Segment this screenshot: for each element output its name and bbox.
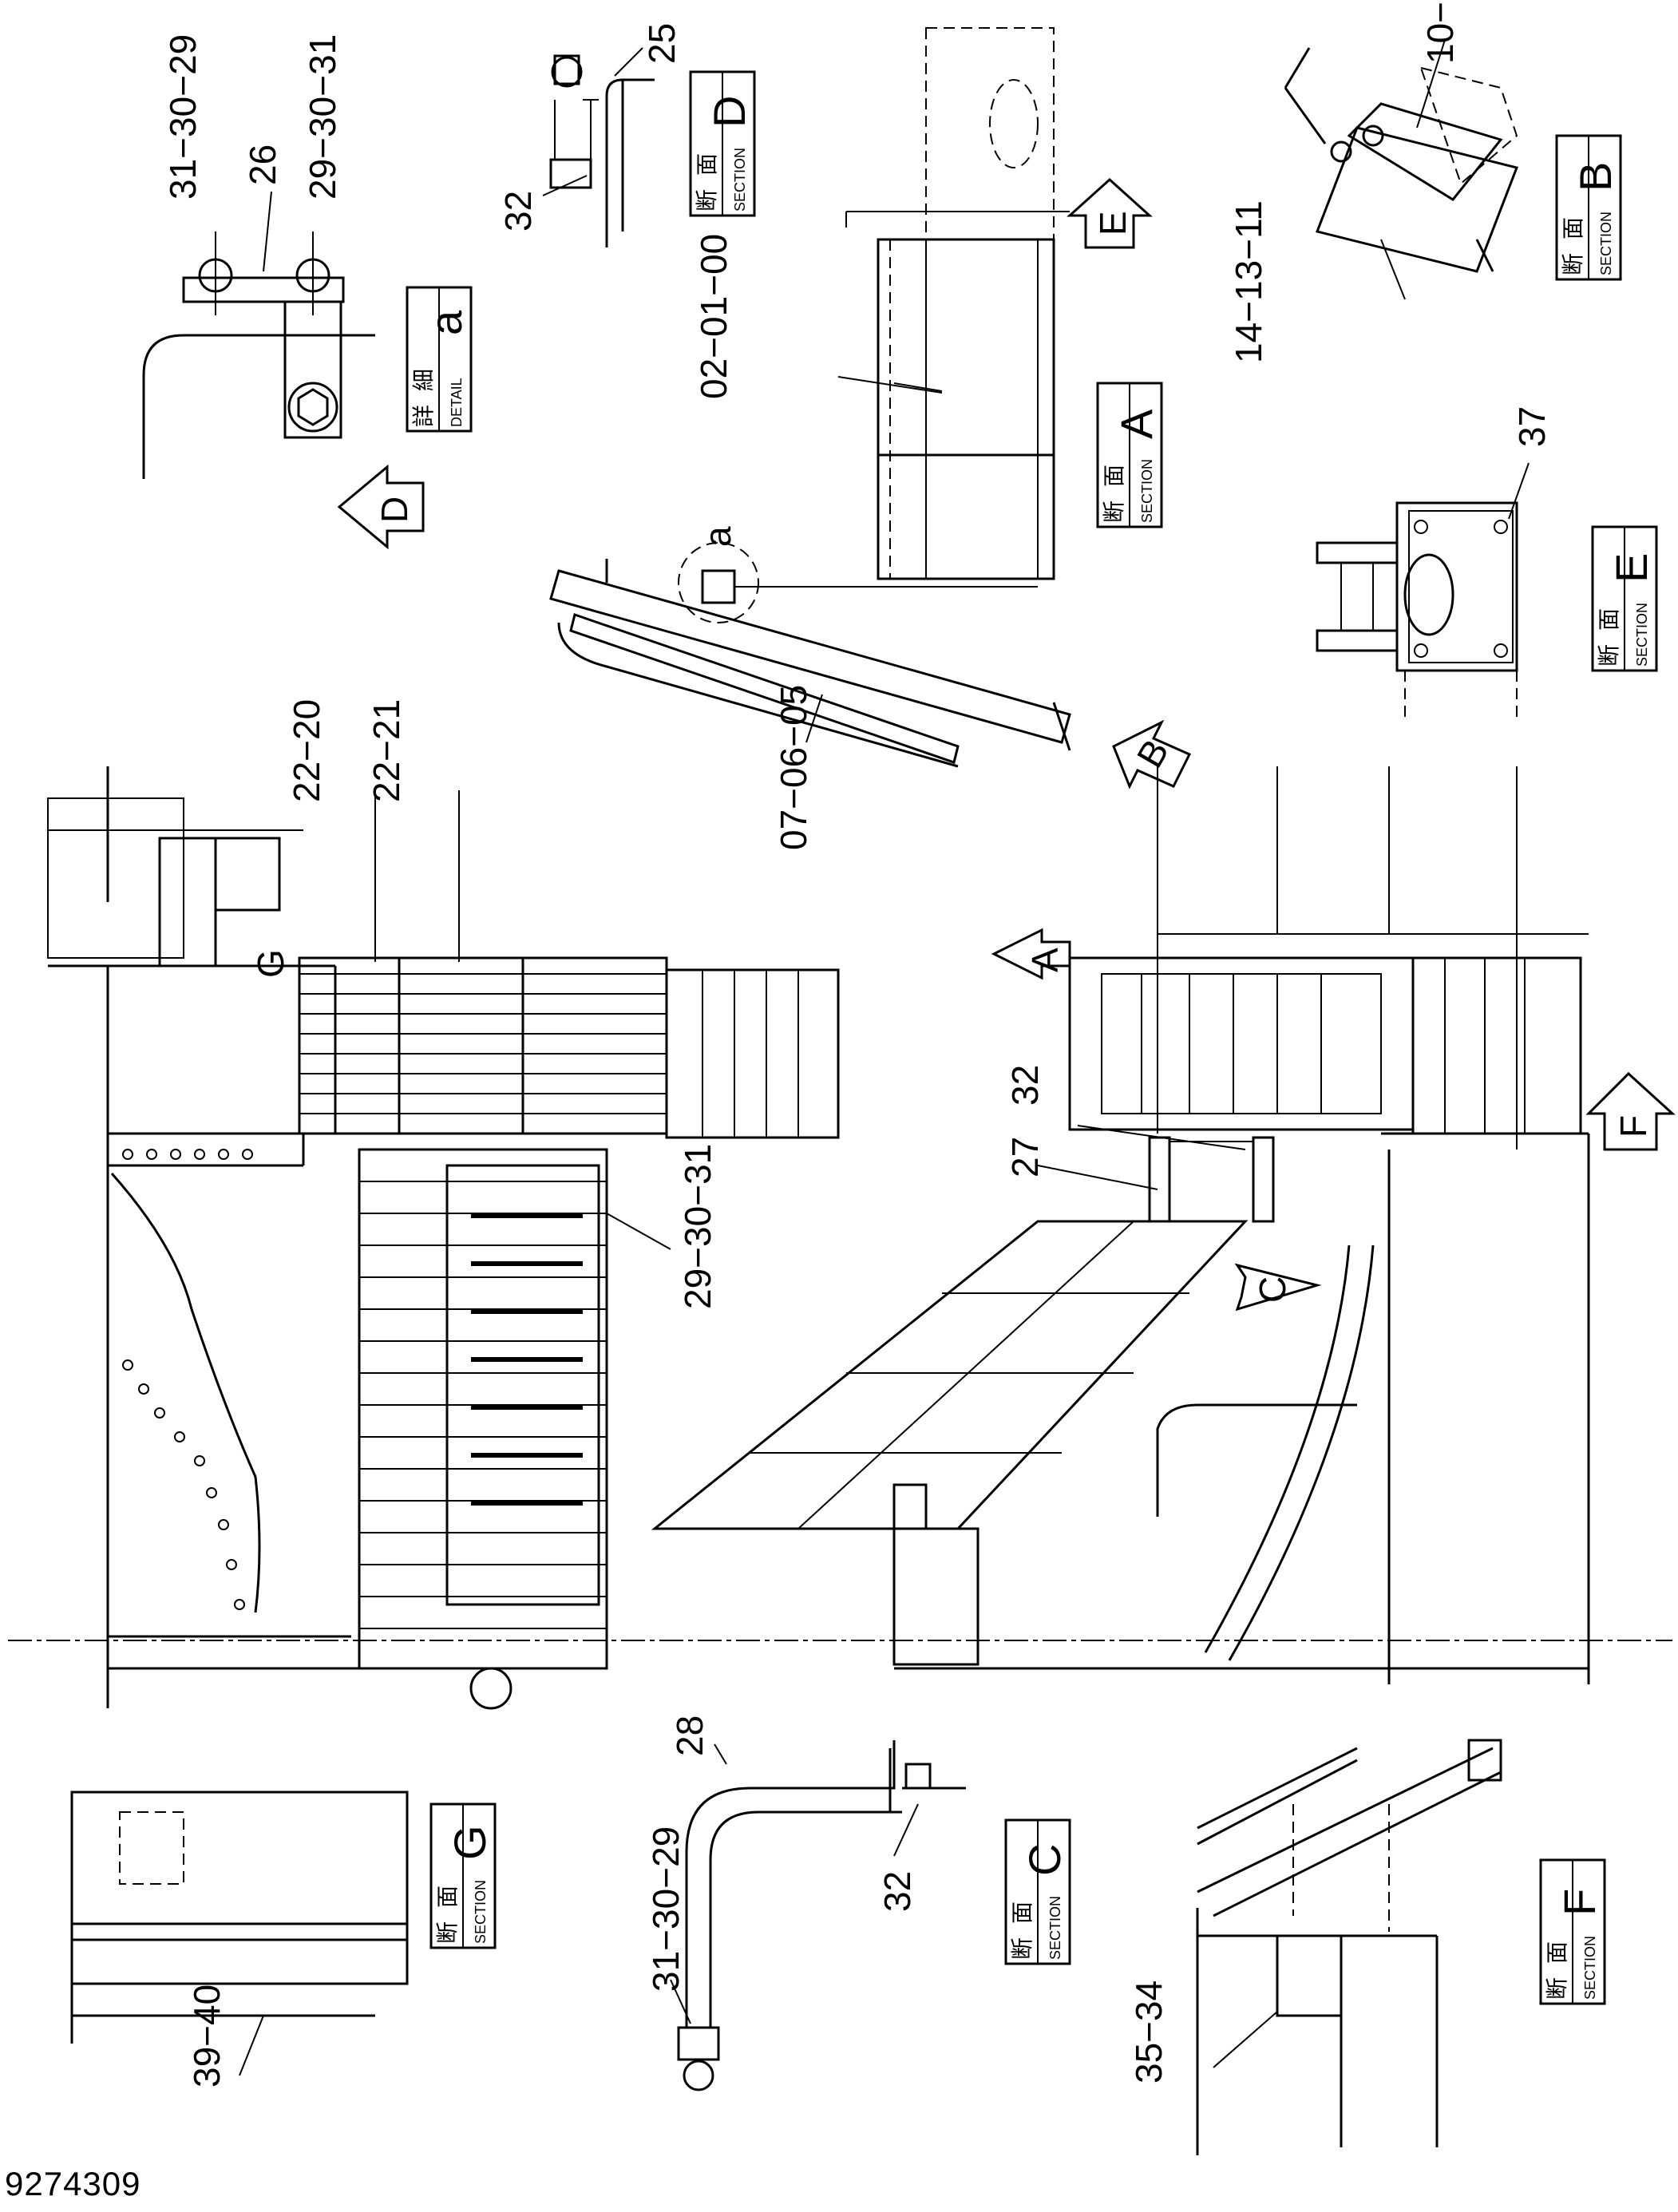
lower-grating — [359, 1181, 607, 1629]
svg-text:D: D — [374, 497, 415, 523]
detail-label-box: 詳 細 DETAIL a — [406, 286, 473, 433]
section-b-label-box: 断 面 SECTION B — [1555, 134, 1622, 281]
callout-37: 37 — [1511, 406, 1553, 447]
svg-text:G: G — [445, 1825, 495, 1860]
section-e-view: 37 断 面 SECTION E — [1316, 406, 1658, 722]
section-d-view: 25 32 断 面 SECTION D — [497, 23, 756, 247]
svg-text:断: 断 — [1544, 1977, 1570, 2000]
svg-text:SECTION: SECTION — [473, 1880, 489, 1944]
svg-text:B: B — [1570, 162, 1621, 192]
svg-text:面: 面 — [1544, 1941, 1570, 1964]
svg-text:SECTION: SECTION — [1634, 603, 1650, 667]
svg-text:面: 面 — [1596, 608, 1622, 631]
callout-31-30-29-section-c: 31−30−29 — [645, 1826, 687, 1992]
callout-07-06-05: 07−06−05 — [773, 685, 814, 850]
detail-letter: a — [421, 310, 471, 335]
svg-text:面: 面 — [1101, 465, 1127, 487]
svg-text:詳: 詳 — [410, 405, 437, 427]
section-f-view: 35−34 断 面 SECTION F — [1128, 1739, 1606, 2155]
detail-a-view: 31−30−29 26 29−30−31 詳 細 DETAIL a — [142, 34, 473, 550]
view-arrow-d: D — [337, 464, 425, 550]
svg-text:F: F — [1554, 1889, 1605, 1916]
callout-22-21: 22−21 — [366, 699, 407, 802]
svg-text:E: E — [1092, 211, 1134, 235]
svg-text:SECTION: SECTION — [1139, 459, 1155, 523]
callout-26: 26 — [242, 144, 283, 185]
section-e-label-box: 断 面 SECTION E — [1591, 525, 1658, 672]
callout-39-40: 39−40 — [186, 1984, 228, 2087]
view-arrow-f: F — [1585, 1071, 1676, 1151]
view-arrow-e: E — [1067, 177, 1153, 249]
svg-text:SECTION: SECTION — [1598, 212, 1614, 275]
callout-29-30-31-main: 29−30−31 — [677, 1144, 718, 1309]
view-arrow-c: C — [1234, 1263, 1322, 1312]
callout-29-30-31-detail-a: 29−30−31 — [302, 34, 343, 200]
svg-text:断: 断 — [1560, 253, 1586, 275]
svg-text:DETAIL: DETAIL — [449, 378, 465, 427]
section-g-view: 39−40 断 面 SECTION G — [70, 1791, 497, 2087]
svg-text:面: 面 — [1560, 217, 1586, 239]
callout-32-main: 32 — [1004, 1065, 1046, 1106]
document-number: 9274309 — [5, 2165, 141, 2202]
callout-28: 28 — [669, 1715, 710, 1756]
svg-text:D: D — [704, 96, 754, 128]
svg-text:E: E — [1606, 553, 1656, 583]
svg-text:F: F — [1613, 1115, 1654, 1138]
callout-22-20: 22−20 — [286, 699, 327, 802]
main-view-letter: G — [250, 949, 291, 978]
callout-35-34: 35−34 — [1128, 1981, 1169, 2083]
callout-31-30-29-detail-a: 31−30−29 — [162, 34, 204, 200]
svg-text:C: C — [1019, 1844, 1070, 1876]
callout-10-12-14: 10−12−14 — [1419, 0, 1461, 64]
svg-text:細: 細 — [410, 369, 437, 391]
svg-text:断: 断 — [1009, 1937, 1035, 1960]
callout-27: 27 — [1004, 1137, 1046, 1177]
svg-text:断: 断 — [1101, 501, 1127, 523]
callout-32-section-d: 32 — [497, 191, 539, 231]
ladder-view: a 07−06−05 B — [549, 526, 1192, 850]
svg-text:A: A — [1111, 409, 1162, 439]
svg-text:断: 断 — [694, 189, 720, 212]
svg-text:A: A — [1024, 948, 1066, 972]
svg-text:SECTION: SECTION — [1582, 1936, 1598, 2000]
svg-text:SECTION: SECTION — [732, 148, 748, 212]
svg-text:断: 断 — [1596, 644, 1622, 667]
section-c-label-box: 断 面 SECTION C — [1004, 1818, 1071, 1965]
callout-25: 25 — [641, 23, 683, 64]
svg-text:面: 面 — [434, 1886, 461, 1908]
upper-grating — [299, 958, 667, 1134]
section-d-label-box: 断 面 SECTION D — [689, 70, 756, 217]
callout-14-13-11: 14−13−11 — [1228, 200, 1269, 363]
section-c-view: 28 31−30−29 32 断 面 SECTION C — [645, 1715, 1071, 2091]
svg-text:SECTION: SECTION — [1047, 1896, 1063, 1960]
section-f-label-box: 断 面 SECTION F — [1539, 1858, 1606, 2005]
view-arrow-a: A — [991, 928, 1071, 980]
callout-32-section-c: 32 — [877, 1871, 918, 1912]
callout-02-01-00: 02−01−00 — [693, 234, 734, 399]
svg-text:C: C — [1252, 1276, 1293, 1303]
svg-text:断: 断 — [434, 1921, 461, 1944]
view-arrow-b: B — [1112, 719, 1192, 789]
svg-text:面: 面 — [694, 153, 720, 176]
section-a-view: 02−01−00 E 断 面 SECTION A — [693, 27, 1163, 580]
svg-text:面: 面 — [1009, 1901, 1035, 1924]
main-plan-view: 22−20 22−21 27 32 29−30−31 G A — [8, 699, 1676, 1710]
section-a-label-box: 断 面 SECTION A — [1096, 382, 1163, 528]
section-g-label-box: 断 面 SECTION G — [429, 1802, 497, 1949]
section-b-view: 10−12−14 14−13−11 断 面 SECTION B — [1228, 0, 1622, 363]
detail-a-marker: a — [697, 526, 738, 547]
